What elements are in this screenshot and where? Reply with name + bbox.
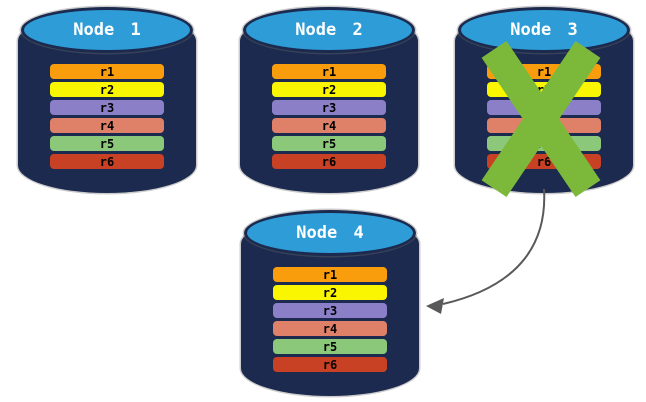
node-1-cylinder-top: Node 1 <box>21 7 193 53</box>
replica-row-r3: r3 <box>272 100 386 115</box>
replica-row-r2: r2 <box>272 82 386 97</box>
replica-row-r5: r5 <box>272 136 386 151</box>
node-3-cylinder-top: Node 3 <box>458 7 630 53</box>
replica-row-r6: r6 <box>272 154 386 169</box>
replica-row-r1: r1 <box>50 64 164 79</box>
replica-row-r3: r3 <box>273 303 387 318</box>
replica-row-r5: r5 <box>273 339 387 354</box>
failover-arrow-path <box>442 188 546 305</box>
replica-row-r2: r2 <box>50 82 164 97</box>
node-4-replica-rows: r1 r2 r3 r4 r5 r6 <box>273 267 387 372</box>
replica-row-r1: r1 <box>273 267 387 282</box>
node-1-replica-rows: r1 r2 r3 r4 r5 r6 <box>50 64 164 169</box>
failure-x-icon <box>481 40 601 197</box>
replica-row-r5: r5 <box>50 136 164 151</box>
replica-row-r1: r1 <box>272 64 386 79</box>
node-4-title: Node 4 <box>296 223 364 243</box>
replica-row-r4: r4 <box>273 321 387 336</box>
node-2-replica-rows: r1 r2 r3 r4 r5 r6 <box>272 64 386 169</box>
node-3-cylinder: Node 3 r1 r2 r3 r4 r5 r6 <box>455 7 633 197</box>
node-3-title: Node 3 <box>510 20 578 40</box>
node-2-cylinder-top: Node 2 <box>243 7 415 53</box>
node-2-cylinder: Node 2 r1 r2 r3 r4 r5 r6 <box>240 7 418 193</box>
replica-row-r4: r4 <box>272 118 386 133</box>
failover-arrowhead-icon <box>426 298 444 314</box>
replica-row-r6: r6 <box>273 357 387 372</box>
replica-row-r2: r2 <box>273 285 387 300</box>
node-1-title: Node 1 <box>73 20 141 40</box>
node-4-cylinder-top: Node 4 <box>244 210 416 256</box>
replica-row-r3: r3 <box>50 100 164 115</box>
node-4-cylinder: Node 4 r1 r2 r3 r4 r5 r6 <box>241 210 419 396</box>
replica-row-r6: r6 <box>50 154 164 169</box>
replica-row-r4: r4 <box>50 118 164 133</box>
node-1-cylinder: Node 1 r1 r2 r3 r4 r5 r6 <box>18 7 196 193</box>
node-2-title: Node 2 <box>295 20 363 40</box>
